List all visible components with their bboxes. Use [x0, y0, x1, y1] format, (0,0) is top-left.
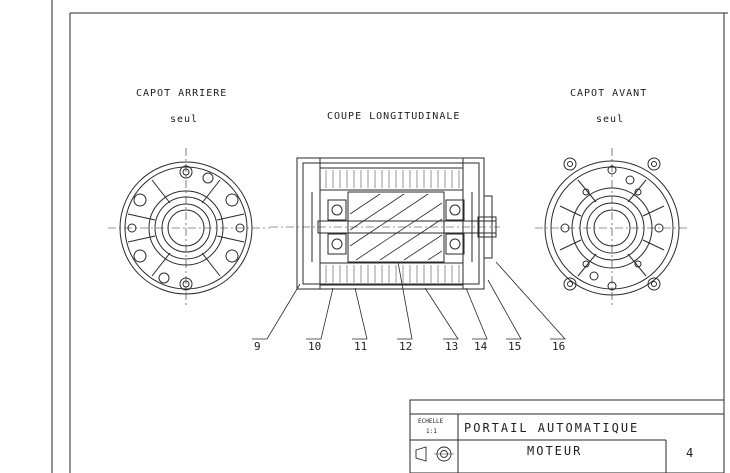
sheet-number: 4 [686, 446, 696, 460]
title-block-frame [409, 399, 725, 473]
rear-cover-title: CAPOT ARRIERE [136, 88, 228, 99]
rear-cover-drawing [108, 148, 270, 308]
sheet-border [51, 0, 728, 473]
front-cover-drawing [535, 148, 690, 308]
callout-leaders [252, 261, 566, 340]
callout-16: 16 [552, 340, 566, 353]
callout-15: 15 [508, 340, 522, 353]
callout-12: 12 [399, 340, 413, 353]
callout-14: 14 [474, 340, 488, 353]
longitudinal-section-drawing [270, 157, 500, 290]
drawing-subtitle: MOTEUR [527, 444, 583, 458]
callout-13: 13 [445, 340, 459, 353]
callout-11: 11 [354, 340, 368, 353]
scale-value: 1:1 [426, 428, 437, 435]
projection-symbol-icon [415, 446, 454, 462]
rear-cover-subtitle: seul [170, 114, 199, 125]
callout-10: 10 [308, 340, 322, 353]
callout-9: 9 [254, 340, 261, 353]
front-cover-title: CAPOT AVANT [570, 88, 648, 99]
scale-label: ECHELLE [418, 418, 444, 425]
section-title: COUPE LONGITUDINALE [327, 111, 461, 122]
drawing-title: PORTAIL AUTOMATIQUE [464, 421, 640, 435]
front-cover-subtitle: seul [596, 114, 625, 125]
